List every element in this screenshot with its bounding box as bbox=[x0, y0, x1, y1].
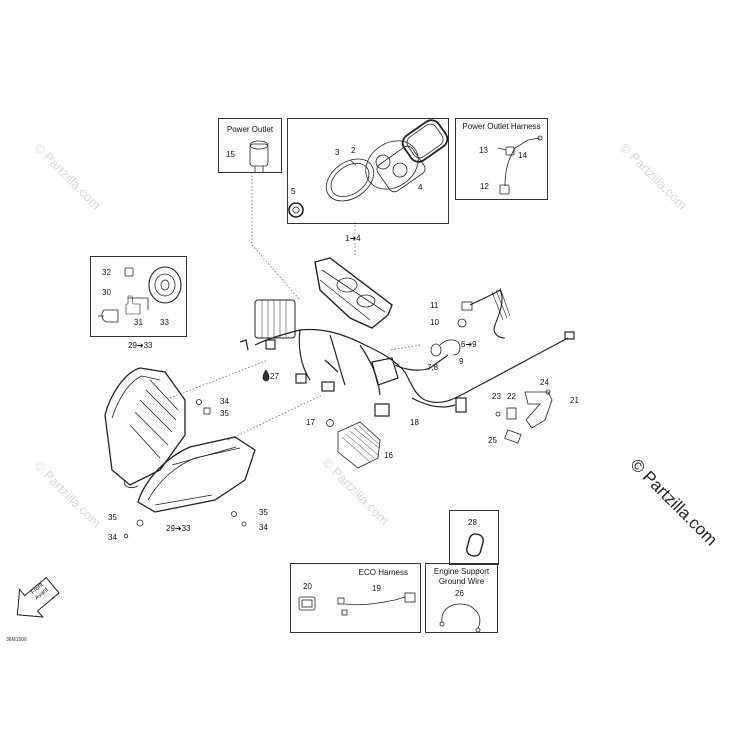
callout-7-8: 7,8 bbox=[427, 363, 439, 372]
callout-26: 26 bbox=[455, 589, 464, 598]
eco-harness-title: ECO Harness bbox=[358, 568, 408, 577]
callout-23: 23 bbox=[492, 392, 501, 401]
callout-22: 22 bbox=[507, 392, 516, 401]
gasket-part bbox=[466, 533, 484, 557]
gasket-box bbox=[449, 510, 499, 565]
callout-29-33-top: 29➔33 bbox=[128, 341, 153, 350]
wiring-harness bbox=[239, 299, 575, 417]
eco-harness-box: ECO Harness bbox=[290, 563, 421, 633]
callout-35-right: 35 bbox=[259, 508, 268, 517]
ground-wire-part bbox=[439, 603, 481, 633]
callout-30: 30 bbox=[102, 288, 111, 297]
callout-16: 16 bbox=[384, 451, 393, 460]
callout-34-left: 34 bbox=[108, 533, 117, 542]
callout-31: 31 bbox=[134, 318, 143, 327]
voltage-regulator bbox=[326, 419, 381, 469]
coiled-wire-part bbox=[430, 287, 511, 357]
callout-35-left: 35 bbox=[108, 513, 117, 522]
callout-20: 20 bbox=[303, 582, 312, 591]
eco-harness-parts bbox=[298, 592, 416, 616]
drawing-code: 36M1506 bbox=[6, 637, 27, 643]
callout-35-upper: 35 bbox=[220, 409, 229, 418]
fluid-drop-icon bbox=[262, 369, 270, 382]
lamp-assembly-box bbox=[90, 256, 187, 337]
lamp-assembly bbox=[98, 266, 182, 323]
callout-11: 11 bbox=[430, 301, 439, 310]
callout-34-right: 34 bbox=[259, 523, 268, 532]
callout-1-4: 1➔4 bbox=[345, 234, 361, 243]
callout-29-33-bottom: 29➔33 bbox=[166, 524, 191, 533]
front-arrow-icon bbox=[16, 576, 60, 618]
power-outlet-part bbox=[249, 140, 269, 172]
callout-2: 2 bbox=[351, 146, 356, 155]
callout-25: 25 bbox=[488, 436, 497, 445]
callout-32: 32 bbox=[102, 268, 111, 277]
fasteners bbox=[123, 399, 247, 539]
bracket-parts bbox=[495, 389, 553, 444]
headlamp-lower bbox=[137, 436, 256, 513]
engine-support-box: Engine Support Ground Wire bbox=[425, 563, 498, 633]
callout-27: 27 bbox=[270, 372, 279, 381]
callout-18: 18 bbox=[410, 418, 419, 427]
power-outlet-harness-title: Power Outlet Harness bbox=[462, 122, 541, 131]
callout-19: 19 bbox=[372, 584, 381, 593]
callout-9: 9 bbox=[459, 357, 464, 366]
callout-5: 5 bbox=[291, 187, 296, 196]
power-outlet-harness-part bbox=[497, 135, 543, 195]
engine-support-title: Engine Support Ground Wire bbox=[433, 567, 490, 586]
callout-21: 21 bbox=[570, 396, 579, 405]
callout-6-9: 6➔9 bbox=[461, 340, 477, 349]
callout-15: 15 bbox=[226, 150, 235, 159]
instrument-cluster bbox=[314, 257, 393, 329]
callout-14: 14 bbox=[518, 151, 527, 160]
callout-13: 13 bbox=[479, 146, 488, 155]
gauge-cluster-parts bbox=[288, 119, 449, 218]
callout-4: 4 bbox=[418, 183, 423, 192]
power-outlet-box: Power Outlet bbox=[218, 118, 282, 173]
callout-33: 33 bbox=[160, 318, 169, 327]
callout-24: 24 bbox=[540, 378, 549, 387]
callout-10: 10 bbox=[430, 318, 439, 327]
callout-12: 12 bbox=[480, 182, 489, 191]
callout-34-upper: 34 bbox=[220, 397, 229, 406]
gauge-cluster-box bbox=[287, 118, 449, 224]
callout-17: 17 bbox=[306, 418, 315, 427]
headlamp-upper bbox=[104, 367, 186, 488]
power-outlet-harness-box: Power Outlet Harness bbox=[455, 118, 548, 200]
power-outlet-title: Power Outlet bbox=[226, 125, 274, 134]
callout-28: 28 bbox=[468, 518, 477, 527]
callout-3: 3 bbox=[335, 148, 340, 157]
